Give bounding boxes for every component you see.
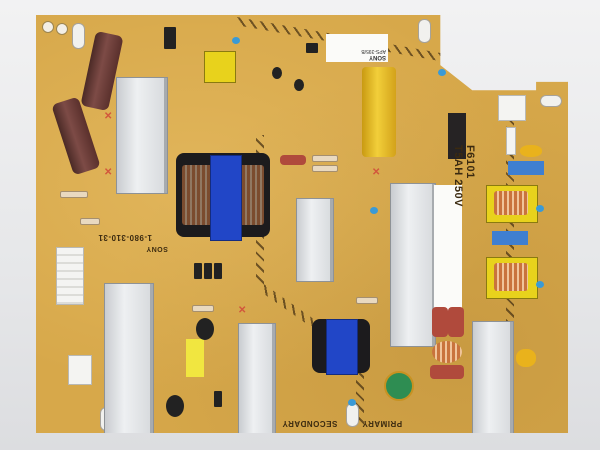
- y-capacitor: [516, 349, 536, 367]
- heatsink: [116, 77, 168, 194]
- resistor: [356, 297, 378, 304]
- connector: [56, 247, 84, 305]
- sony-label-brand: SONY: [368, 54, 386, 60]
- heatsink: [472, 321, 514, 433]
- transistor: [204, 263, 212, 279]
- heatsink: [104, 283, 154, 433]
- ceramic-capacitor: [536, 205, 544, 212]
- qr-label: [434, 185, 462, 321]
- toroid-inductor: [432, 341, 462, 363]
- connector: [68, 355, 92, 385]
- ceramic-capacitor: [348, 399, 356, 406]
- mounting-tab: [346, 403, 359, 427]
- warning-mark: ✕: [372, 167, 381, 178]
- heatsink: [390, 183, 436, 347]
- main-transformer: [210, 155, 242, 241]
- mounting-hole: [42, 21, 54, 33]
- transistor: [214, 391, 222, 407]
- film-capacitor: [492, 231, 528, 245]
- connector: [498, 95, 526, 121]
- fuse-label: F6101 T5AH 250V: [452, 145, 476, 207]
- fuse-id: F6101: [464, 145, 476, 179]
- ic-chip: [306, 43, 318, 53]
- transistor: [194, 263, 202, 279]
- resistor: [80, 218, 100, 225]
- board-part-number: 1-980-310-31: [98, 233, 153, 242]
- resistor: [312, 155, 338, 162]
- ceramic-capacitor: [232, 37, 240, 44]
- secondary-transformer: [326, 319, 358, 375]
- varistor: [384, 371, 414, 401]
- ceramic-capacitor: [370, 207, 378, 214]
- electrolytic-capacitor: [51, 96, 101, 176]
- sony-label-model: APS-395/B: [361, 48, 386, 54]
- film-capacitor: [508, 161, 544, 175]
- aux-transformer: [204, 51, 236, 83]
- resistor: [312, 165, 338, 172]
- choke-winding: [494, 263, 528, 291]
- x-capacitor: [430, 365, 464, 379]
- warning-mark: ✕: [104, 167, 113, 178]
- small-electrolytic: [196, 318, 214, 340]
- mounting-tab: [418, 19, 431, 43]
- heatsink: [238, 323, 276, 433]
- yellow-tag-label: [186, 339, 204, 377]
- resistor: [280, 155, 306, 165]
- fuse: [506, 127, 516, 155]
- mounting-hole: [56, 23, 68, 35]
- barcode-label: [448, 113, 466, 159]
- primary-label: PRIMARY: [362, 419, 403, 428]
- y-capacitor: [520, 145, 542, 157]
- mounting-tab: [72, 23, 85, 49]
- resistor: [60, 191, 88, 198]
- ceramic-capacitor: [536, 281, 544, 288]
- board-brand-silk: SONY: [146, 245, 168, 252]
- transistor: [214, 263, 222, 279]
- small-electrolytic: [272, 67, 282, 79]
- choke-winding: [494, 191, 528, 215]
- warning-mark: ✕: [104, 111, 113, 122]
- mounting-tab: [540, 95, 562, 107]
- small-electrolytic: [166, 395, 184, 417]
- x-capacitor: [432, 307, 448, 337]
- bulk-capacitor: [362, 67, 396, 157]
- sony-label: SONY APS-395/B: [326, 34, 388, 62]
- x-capacitor: [448, 307, 464, 337]
- warning-mark: ✕: [238, 305, 247, 316]
- ic-chip: [164, 27, 176, 49]
- isolation-boundary-bottom: [356, 345, 364, 425]
- heatsink: [296, 198, 334, 282]
- ceramic-capacitor: [438, 69, 446, 76]
- resistor: [192, 305, 214, 312]
- fuse-rating: T5AH 250V: [452, 145, 464, 207]
- secondary-label: SECONDARY: [282, 419, 338, 428]
- small-electrolytic: [294, 79, 304, 91]
